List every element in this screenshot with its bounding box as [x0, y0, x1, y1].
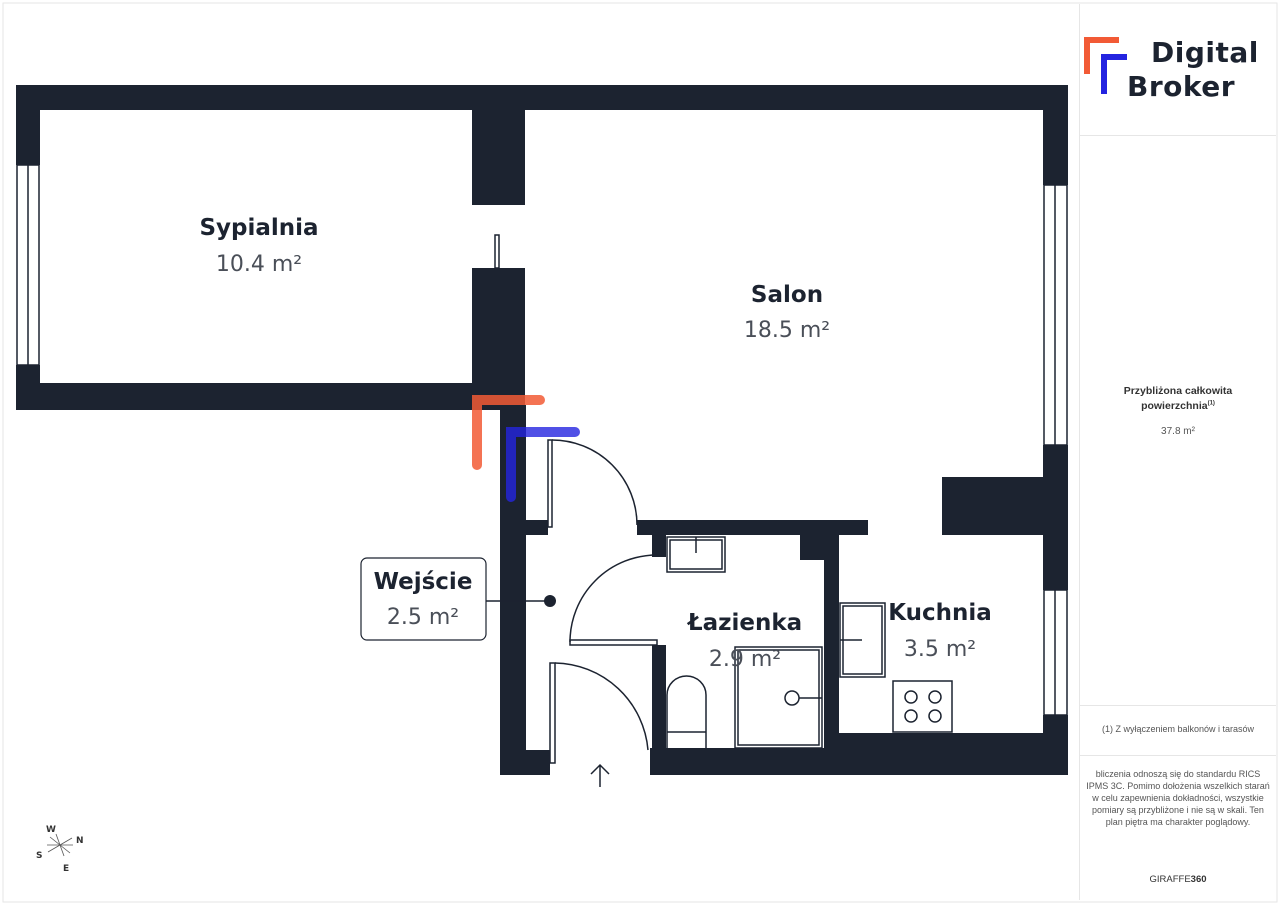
room-area-kuchnia: 3.5 m²: [904, 637, 976, 662]
room-name-kuchnia: Kuchnia: [888, 600, 992, 626]
room-area-wejscie: 2.5 m²: [387, 605, 459, 630]
doors: [494, 234, 658, 764]
room-name-salon: Salon: [751, 282, 823, 308]
svg-text:N: N: [76, 836, 84, 846]
svg-text:W: W: [46, 825, 56, 835]
disclaimer: bliczenia odnoszą się do standardu RICS …: [1086, 769, 1270, 827]
fixtures: [666, 536, 953, 749]
windows: [16, 164, 1068, 716]
entry-arrow-icon: [590, 763, 610, 787]
room-name-sypialnia: Sypialnia: [199, 215, 318, 241]
info-panel: Przybliżona całkowita powierzchnia(1) 37…: [1079, 4, 1276, 900]
total-area-value: 37.8 m²: [1161, 426, 1195, 437]
compass-icon: W N S E: [36, 825, 84, 874]
entry-label-box: [360, 557, 556, 641]
footnote: (1) Z wyłączeniem balkonów i tarasów: [1101, 724, 1255, 734]
room-name-wejscie: Wejście: [374, 569, 473, 595]
room-area-salon: 18.5 m²: [744, 318, 830, 343]
giraffe360-credit: GIRAFFE360: [1149, 874, 1207, 885]
room-name-lazienka: Łazienka: [686, 610, 802, 636]
svg-text:E: E: [63, 864, 69, 874]
logo-text-broker: Broker: [1127, 70, 1236, 103]
walls: [16, 85, 1068, 775]
svg-text:S: S: [36, 851, 42, 861]
logo-mark-icon: [1084, 37, 1127, 94]
total-area-label: Przybliżona całkowita powierzchnia(1): [1123, 385, 1233, 412]
room-area-lazienka: 2.9 m²: [709, 647, 781, 672]
brand-markers: [472, 395, 580, 502]
room-area-sypialnia: 10.4 m²: [216, 252, 302, 277]
logo-text-digital: Digital: [1151, 36, 1259, 69]
digital-broker-logo: Digital Broker: [1083, 36, 1273, 106]
